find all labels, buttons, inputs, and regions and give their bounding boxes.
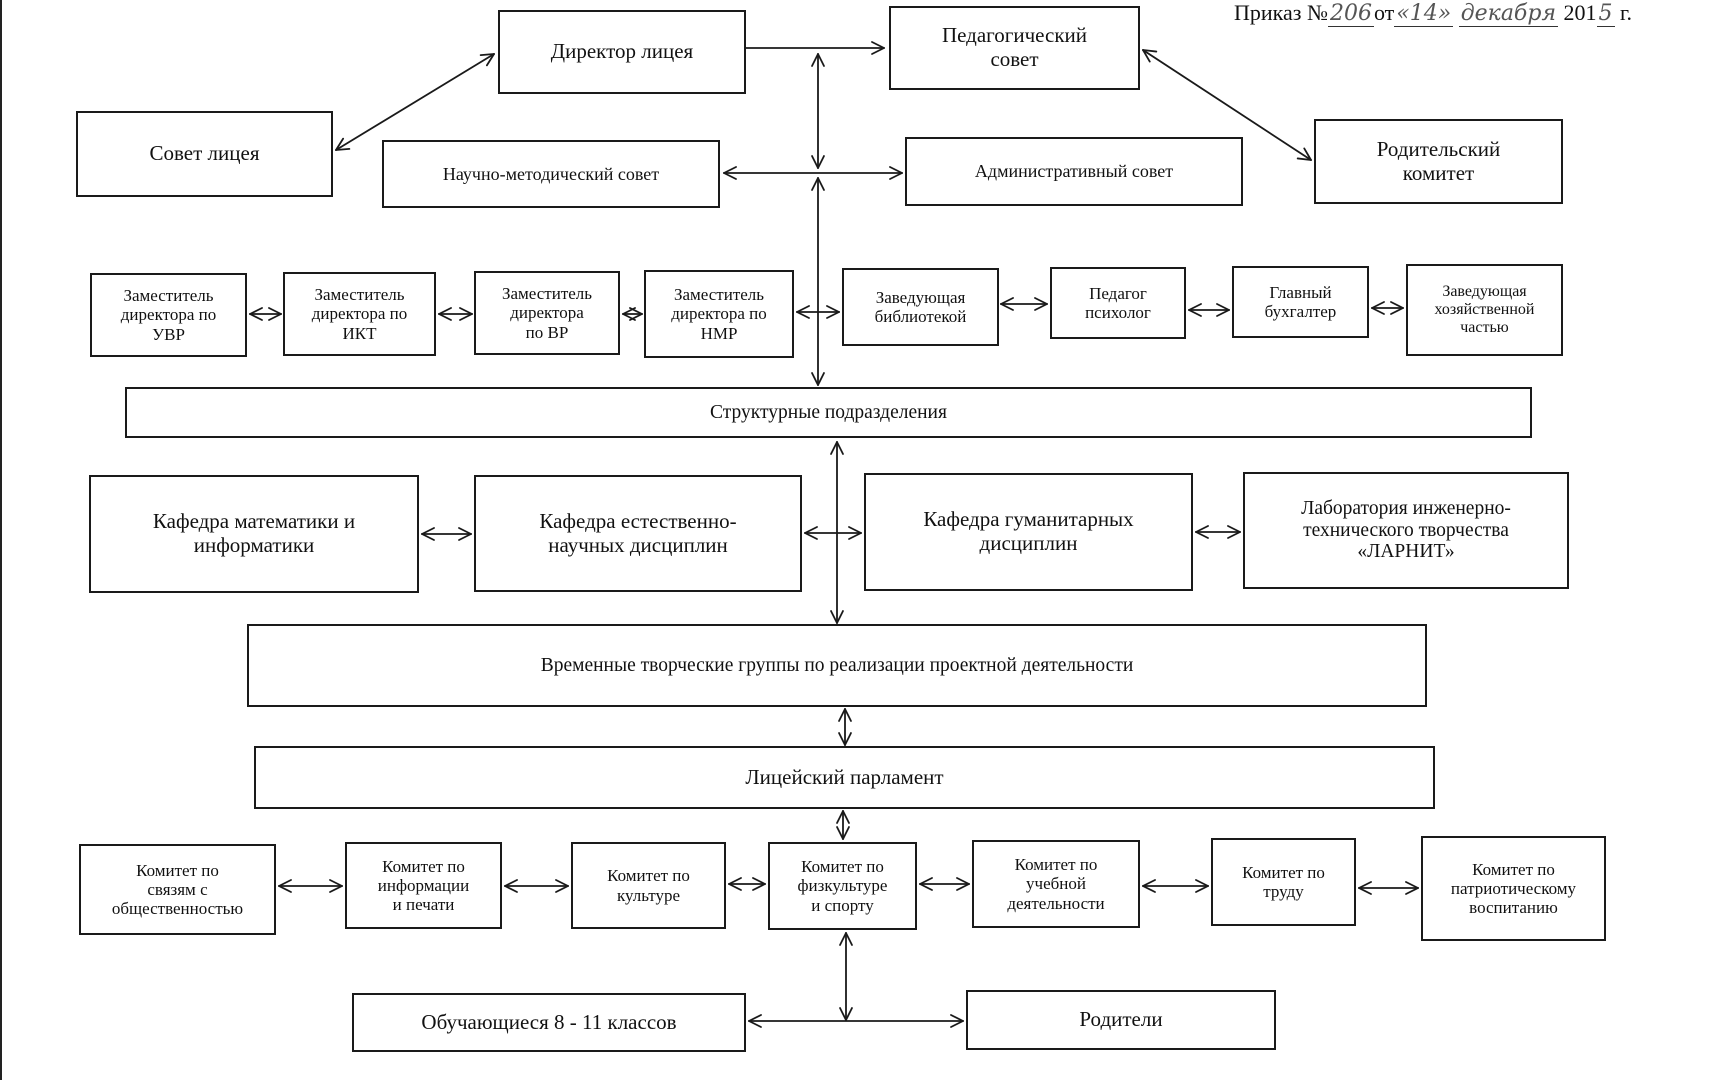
node-psychologist: Педагог психолог (1050, 267, 1186, 339)
arrow-ikt-vr (438, 307, 473, 321)
arrow-director-lyceumcouncil (335, 53, 495, 151)
node-household-manager: Заведующая хозяйственной частью (1406, 264, 1563, 356)
order-month: декабря (1458, 1, 1559, 27)
node-committee-culture-label: Комитет по культуре (607, 866, 690, 905)
node-deputy-uvr-label: Заместитель директора по УВР (120, 286, 217, 344)
node-committee-public-relations-label: Комитет по связям с общественностью (111, 860, 244, 919)
arrow-accountant-household (1371, 301, 1404, 315)
node-head-librarian-label: Заведующая библиотекой (874, 287, 967, 326)
order-suffix: г. (1620, 0, 1633, 25)
node-pedagogical-council: Педагогический совет (889, 6, 1140, 90)
node-lyceum-council-label: Совет лицея (149, 141, 260, 166)
node-deputy-vr: Заместитель директора по ВР (474, 271, 620, 355)
node-scientific-methodical-council-label: Научно-методический совет (442, 163, 660, 184)
node-temporary-creative-groups-label: Временные творческие группы по реализаци… (540, 654, 1134, 676)
arrow-students-parents (748, 1014, 964, 1028)
node-committee-sport: Комитет по физкультуре и спорту (768, 842, 917, 930)
node-committee-labor-label: Комитет по труду (1242, 862, 1325, 901)
arrow-uvr-ikt (249, 307, 282, 321)
node-director-label: Директор лицея (550, 39, 694, 64)
node-scientific-methodical-council: Научно-методический совет (382, 140, 720, 208)
node-dept-humanities: Кафедра гуманитарных дисциплин (864, 473, 1193, 591)
node-parents: Родители (966, 990, 1276, 1050)
node-committee-labor: Комитет по труду (1211, 838, 1356, 926)
arrow-public-info (278, 879, 343, 893)
node-pedagogical-council-label: Педагогический совет (941, 23, 1088, 71)
node-chief-accountant-label: Главный бухгалтер (1264, 282, 1337, 321)
node-committee-public-relations: Комитет по связям с общественностью (79, 844, 276, 935)
node-committee-study: Комитет по учебной деятельности (972, 840, 1140, 928)
node-parents-label: Родители (1079, 1007, 1163, 1032)
node-parent-committee-label: Родительский комитет (1376, 136, 1501, 185)
arrow-info-culture (504, 879, 569, 893)
arrow-parliament-sport (836, 810, 850, 840)
node-committee-information: Комитет по информации и печати (345, 842, 502, 929)
arrow-center-structural (811, 177, 825, 386)
node-head-librarian: Заведующая библиотекой (842, 268, 999, 346)
arrow-psychologist-accountant (1188, 303, 1230, 317)
scan-left-edge (0, 0, 2, 1080)
node-chief-accountant: Главный бухгалтер (1232, 266, 1369, 338)
node-structural-units-label: Структурные подразделения (710, 401, 947, 423)
node-deputy-nmr: Заместитель директора по НМР (644, 270, 794, 358)
node-administrative-council-label: Административный совет (974, 161, 1174, 182)
node-students-label: Обучающиеся 8 - 11 классов (421, 1009, 677, 1034)
node-lyceum-council: Совет лицея (76, 111, 333, 197)
node-deputy-vr-label: Заместитель директора по ВР (501, 284, 593, 342)
node-director: Директор лицея (498, 10, 746, 94)
order-number: 206 (1327, 1, 1374, 27)
node-lab-larnit-label: Лаборатория инженерно- технического твор… (1301, 497, 1511, 563)
node-deputy-ikt: Заместитель директора по ИКТ (283, 272, 436, 356)
node-committee-patriotic: Комитет по патриотическому воспитанию (1421, 836, 1606, 941)
node-deputy-ikt-label: Заместитель директора по ИКТ (311, 285, 408, 343)
node-committee-patriotic-label: Комитет по патриотическому воспитанию (1450, 859, 1577, 918)
node-psychologist-label: Педагог психолог (1085, 283, 1151, 322)
order-header: Приказ №206от«14» декабря 2015 г. (1234, 0, 1633, 27)
order-year-suffix: 5 (1596, 1, 1615, 27)
node-parent-committee: Родительский комитет (1314, 119, 1563, 204)
arrow-director-center (811, 53, 825, 169)
node-structural-units: Структурные подразделения (125, 387, 1532, 438)
node-students: Обучающиеся 8 - 11 классов (352, 993, 746, 1052)
arrow-librarian-psychologist (1000, 297, 1048, 311)
node-committee-information-label: Комитет по информации и печати (377, 856, 470, 915)
arrow-study-labor (1142, 879, 1209, 893)
node-committee-study-label: Комитет по учебной деятельности (1007, 855, 1105, 913)
arrow-sport-study (919, 877, 970, 891)
arrow-labor-patriotic (1358, 881, 1419, 895)
node-committee-culture: Комитет по культуре (571, 842, 726, 929)
node-lyceum-parliament-label: Лицейский парламент (745, 764, 944, 789)
order-label: Приказ № (1234, 0, 1328, 25)
node-temporary-creative-groups: Временные творческие группы по реализаци… (247, 624, 1427, 707)
arrow-humanities-lab (1195, 525, 1241, 539)
arrow-pedcouncil-parentcommittee (1142, 49, 1312, 161)
arrow-nmr-librarian (796, 305, 840, 319)
node-dept-natural-sciences-label: Кафедра естественно- научных дисциплин (539, 508, 737, 557)
order-day: «14» (1394, 1, 1454, 27)
arrow-sport-students (839, 932, 853, 1021)
arrow-math-science (421, 527, 472, 541)
order-from: от (1373, 0, 1395, 25)
order-year-prefix: 201 (1563, 0, 1597, 25)
node-dept-math-label: Кафедра математики и информатики (152, 509, 356, 557)
node-household-manager-label: Заведующая хозяйственной частью (1434, 283, 1535, 336)
node-lab-larnit: Лаборатория инженерно- технического твор… (1243, 472, 1569, 589)
node-dept-natural-sciences: Кафедра естественно- научных дисциплин (474, 475, 802, 592)
arrow-tempgroups-parliament (838, 708, 852, 746)
node-deputy-nmr-label: Заместитель директора по НМР (671, 285, 767, 343)
arrow-science-humanities (804, 526, 862, 540)
arrow-vr-nmr (622, 307, 643, 321)
arrow-smc-adminc (723, 166, 903, 180)
node-deputy-uvr: Заместитель директора по УВР (90, 273, 247, 357)
node-dept-math: Кафедра математики и информатики (89, 475, 419, 593)
node-administrative-council: Административный совет (905, 137, 1243, 206)
node-committee-sport-label: Комитет по физкультуре и спорту (797, 857, 888, 915)
arrow-culture-sport (728, 877, 766, 891)
node-dept-humanities-label: Кафедра гуманитарных дисциплин (923, 507, 1134, 555)
node-lyceum-parliament: Лицейский парламент (254, 746, 1435, 809)
